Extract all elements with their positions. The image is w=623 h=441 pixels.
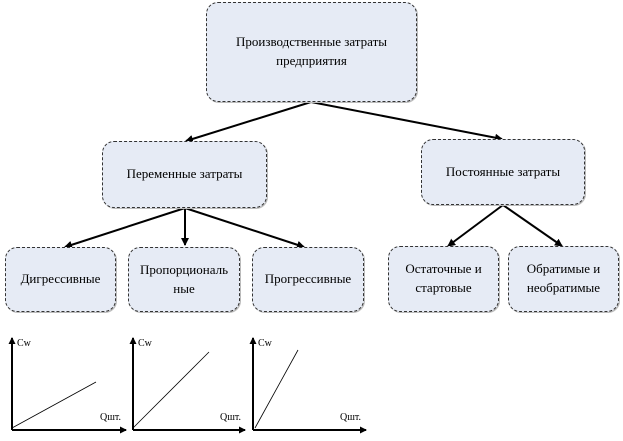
node-proportional: Пропорциональ ные <box>128 247 240 312</box>
node-production-costs: Производственные затраты предприятия <box>206 2 417 102</box>
edge-root-fixed <box>310 101 503 142</box>
node-progressive: Прогрессивные <box>252 247 364 312</box>
graph-progressive: Cw Qшт. <box>249 337 367 434</box>
node-residual-startup-label: Остаточные и стартовые <box>405 261 482 295</box>
edge-fixed-residual <box>447 204 504 247</box>
graph-progressive-y-label: Cw <box>258 338 273 349</box>
node-progressive-label: Прогрессивные <box>264 271 352 287</box>
node-variable-costs-label: Переменные затраты <box>126 166 243 182</box>
node-fixed-costs: Постоянные затраты <box>421 139 585 205</box>
graph-degressive-x-label: Qшт. <box>100 412 121 423</box>
node-fixed-costs-label: Постоянные затраты <box>445 163 561 179</box>
edge-root-variable <box>185 101 312 143</box>
graph-proportional-y-label: Cw <box>138 338 153 349</box>
node-degressive: Дигрессивные <box>5 247 116 312</box>
edge-variable-degressive <box>64 207 186 249</box>
edge-fixed-reversible <box>502 204 563 247</box>
graph-progressive-x-label: Qшт. <box>340 412 361 423</box>
node-residual-startup: Остаточные и стартовые <box>388 246 499 312</box>
node-degressive-label: Дигрессивные <box>20 271 101 287</box>
node-variable-costs: Переменные затраты <box>102 141 267 208</box>
graph-degressive: Cw Qшт. <box>8 337 127 434</box>
node-reversible: Обратимые и необратимые <box>508 246 619 312</box>
graph-proportional: Cw Qшт. <box>129 337 246 434</box>
edge-variable-progressive <box>184 207 305 249</box>
node-reversible-label: Обратимые и необратимые <box>526 261 601 295</box>
graph-progressive-line <box>254 349 299 429</box>
node-proportional-label: Пропорциональ ные <box>139 261 229 296</box>
graph-degressive-line <box>11 381 97 429</box>
graph-degressive-y-label: Cw <box>17 338 32 349</box>
graph-proportional-x-label: Qшт. <box>220 412 241 423</box>
node-production-costs-label: Производственные затраты предприятия <box>236 34 387 68</box>
graph-proportional-line <box>132 351 210 429</box>
